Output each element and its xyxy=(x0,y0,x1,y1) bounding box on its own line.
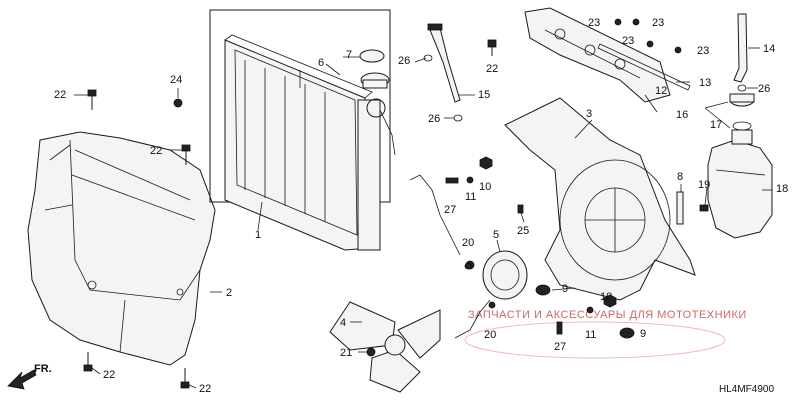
bolt-27-b[interactable] xyxy=(556,321,563,335)
bolt-22-a[interactable] xyxy=(87,89,97,110)
hose-14[interactable] xyxy=(733,13,748,83)
clips-23[interactable] xyxy=(614,18,682,54)
callout-22-a: 22 xyxy=(54,89,66,101)
hose-15[interactable] xyxy=(427,23,461,103)
wire-harness xyxy=(409,174,461,256)
front-label: FR. xyxy=(34,363,52,375)
callout-20-a: 20 xyxy=(462,237,474,249)
callout-23-a: 23 xyxy=(588,17,600,29)
callout-25: 25 xyxy=(517,225,529,237)
callout-15: 15 xyxy=(478,89,490,101)
clip-25[interactable] xyxy=(517,204,524,214)
callout-26-a: 26 xyxy=(398,55,410,67)
callout-10-a: 10 xyxy=(479,181,491,193)
reserve-tank[interactable] xyxy=(707,129,773,239)
bolt-11-b[interactable] xyxy=(586,306,594,314)
callout-12: 12 xyxy=(655,85,667,97)
callout-3: 3 xyxy=(586,108,592,120)
nut-10-b[interactable] xyxy=(603,294,617,308)
cooling-fan[interactable] xyxy=(329,301,441,393)
bolt-22-b[interactable] xyxy=(181,144,191,165)
watermark: ЗАПЧАСТИ И АКСЕССУАРЫ ДЛЯ МОТОТЕХНИКИ xyxy=(464,309,747,359)
callout-22-c: 22 xyxy=(103,369,115,381)
tank-seal-17[interactable] xyxy=(732,121,752,131)
front-direction-arrow: FR. xyxy=(7,363,52,390)
callout-23-b: 23 xyxy=(652,17,664,29)
tank-cap-16[interactable] xyxy=(729,93,755,107)
leader-lines xyxy=(74,47,772,389)
callout-8: 8 xyxy=(677,171,683,183)
callout-27-b: 27 xyxy=(554,341,566,353)
callout-14: 14 xyxy=(763,43,775,55)
callout-22-e: 22 xyxy=(486,63,498,75)
watermark-text: ЗАПЧАСТИ И АКСЕССУАРЫ ДЛЯ МОТОТЕХНИКИ xyxy=(468,309,747,321)
callout-17: 17 xyxy=(710,119,722,131)
radiator[interactable] xyxy=(209,9,396,251)
callout-16: 16 xyxy=(676,109,688,121)
callout-7: 7 xyxy=(346,49,352,61)
callout-9-b: 9 xyxy=(640,328,646,340)
callout-2: 2 xyxy=(226,287,232,299)
stay-8[interactable] xyxy=(676,191,684,225)
bolt-11-a[interactable] xyxy=(466,176,474,184)
callout-23-d: 23 xyxy=(697,45,709,57)
clamp-26-c[interactable] xyxy=(737,84,747,92)
callout-20-b: 20 xyxy=(484,329,496,341)
clamp-26-a[interactable] xyxy=(423,54,433,62)
callout-27-a: 27 xyxy=(444,204,456,216)
callout-5: 5 xyxy=(493,229,499,241)
callout-1: 1 xyxy=(255,229,261,241)
bolt-24[interactable] xyxy=(173,98,183,108)
radiator-cap[interactable] xyxy=(359,49,390,89)
bolt-22-d[interactable] xyxy=(180,368,190,389)
callout-13: 13 xyxy=(699,77,711,89)
callout-18: 18 xyxy=(776,183,788,195)
callout-23-c: 23 xyxy=(622,35,634,47)
callout-6: 6 xyxy=(318,57,324,69)
diagram-code: HL4MF4900 xyxy=(719,384,774,395)
collar-20-b[interactable] xyxy=(488,301,496,309)
callout-21: 21 xyxy=(340,347,352,359)
callout-4: 4 xyxy=(340,317,346,329)
callout-22-d: 22 xyxy=(199,383,211,395)
bolt-19[interactable] xyxy=(699,204,709,212)
callout-9-a: 9 xyxy=(562,283,568,295)
callout-24: 24 xyxy=(170,74,182,86)
collar-20-a[interactable] xyxy=(464,262,472,270)
callout-11-a: 11 xyxy=(465,191,476,203)
callout-19: 19 xyxy=(698,179,710,191)
callout-10-b: 10 xyxy=(600,291,612,303)
callout-11-b: 11 xyxy=(585,329,596,341)
bolt-22-c[interactable] xyxy=(83,352,93,372)
arrow-icon xyxy=(7,369,37,390)
nut-10-a[interactable] xyxy=(479,156,493,170)
bracket-12[interactable] xyxy=(524,7,671,103)
callout-26-b: 26 xyxy=(428,113,440,125)
callout-26-c: 26 xyxy=(758,83,770,95)
watermark-logo xyxy=(464,321,726,359)
callout-labels: 1 2 3 4 5 6 7 8 9 9 10 10 11 11 12 13 14… xyxy=(54,17,788,395)
bolt-27-a[interactable] xyxy=(445,177,459,184)
radiator-shroud[interactable] xyxy=(27,131,216,366)
grommet-22-top[interactable] xyxy=(487,39,497,56)
fan-shroud[interactable] xyxy=(504,97,696,301)
stay-13[interactable] xyxy=(597,43,691,91)
callout-22-b: 22 xyxy=(150,145,162,157)
grommet-9-a[interactable] xyxy=(535,284,551,296)
clamp-26-b[interactable] xyxy=(453,114,463,122)
